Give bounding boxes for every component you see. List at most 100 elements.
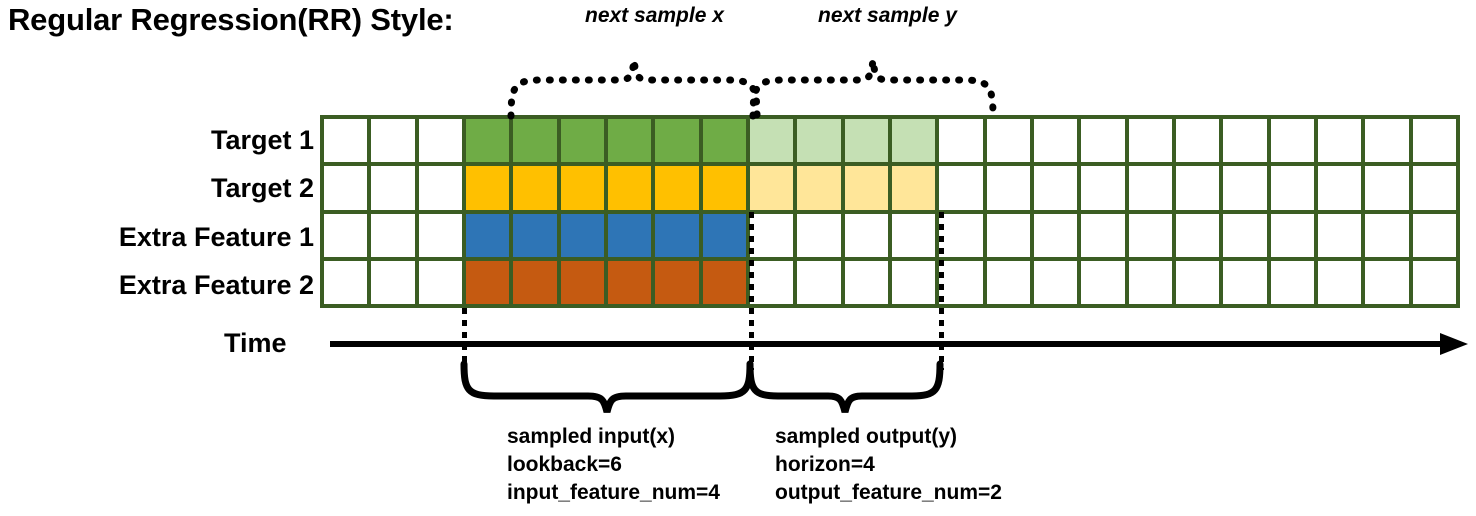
grid-cell — [1033, 213, 1078, 257]
grid-cell — [465, 260, 510, 304]
grid-cell — [560, 213, 604, 257]
grid-cell — [513, 260, 557, 304]
grid-cell — [1128, 166, 1172, 210]
grid-cell — [1223, 213, 1267, 257]
grid-cell — [749, 260, 794, 304]
caption-sampled-input-line-3: input_feature_num=4 — [507, 480, 720, 504]
time-axis-label: Time — [224, 328, 287, 358]
grid-cell — [1033, 119, 1078, 163]
grid-cell — [1223, 166, 1267, 210]
grid-cell — [1128, 119, 1172, 163]
grid-cell — [891, 260, 936, 304]
grid-cell — [607, 119, 652, 163]
grid-cell — [1270, 166, 1314, 210]
grid-cell — [749, 166, 794, 210]
grid-cell — [465, 166, 510, 210]
time-axis-shaft — [330, 341, 1440, 347]
grid-cell — [324, 260, 368, 304]
grid-cell — [1175, 166, 1220, 210]
grid-cell — [1128, 213, 1172, 257]
grid-cell — [1317, 260, 1362, 304]
grid-cell — [1223, 260, 1267, 304]
grid-cell — [465, 213, 510, 257]
caption-sampled-input-line-2: lookback=6 — [507, 452, 622, 476]
grid-cell — [418, 119, 462, 163]
time-axis-arrow — [330, 333, 1468, 355]
grid-cell — [1175, 213, 1220, 257]
grid-cell — [560, 260, 604, 304]
grid-cell — [702, 166, 746, 210]
grid-cell — [655, 119, 699, 163]
grid-cell — [324, 213, 368, 257]
grid-cell — [1317, 119, 1362, 163]
grid-cell — [371, 119, 415, 163]
grid-cell — [418, 213, 462, 257]
grid-cell — [986, 213, 1030, 257]
grid-cell — [1081, 166, 1125, 210]
grid-cell — [749, 119, 794, 163]
row-label-extra-feature-1: Extra Feature 1 — [118, 222, 314, 252]
grid-cell — [371, 213, 415, 257]
timeline-grid — [320, 115, 1460, 308]
grid-cell — [1412, 260, 1456, 304]
grid-cell — [1081, 119, 1125, 163]
grid-cell — [1412, 166, 1456, 210]
grid-cell — [939, 119, 983, 163]
timeline-grid-row-target-1 — [324, 119, 1456, 163]
grid-cell — [1270, 119, 1314, 163]
grid-cell — [939, 166, 983, 210]
guide-line-input-start — [462, 308, 467, 370]
grid-cell — [371, 166, 415, 210]
grid-cell — [844, 166, 888, 210]
grid-cell — [607, 213, 652, 257]
grid-cell — [986, 119, 1030, 163]
grid-cell — [1365, 260, 1409, 304]
grid-cell — [1365, 213, 1409, 257]
brace-next-sample-y — [749, 58, 999, 120]
grid-cell — [655, 213, 699, 257]
grid-cell — [1175, 119, 1220, 163]
grid-cell — [607, 166, 652, 210]
grid-cell — [560, 119, 604, 163]
grid-cell — [939, 260, 983, 304]
guide-line-input-end — [749, 212, 754, 370]
grid-cell — [513, 213, 557, 257]
row-label-target-1: Target 1 — [210, 125, 314, 155]
grid-cell — [702, 119, 746, 163]
time-axis-arrowhead — [1440, 333, 1468, 355]
grid-cell — [1412, 119, 1456, 163]
grid-cell — [655, 260, 699, 304]
grid-cell — [513, 119, 557, 163]
caption-sampled-output-line-2: horizon=4 — [775, 452, 875, 476]
grid-cell — [844, 119, 888, 163]
grid-cell — [797, 119, 841, 163]
grid-cell — [1175, 260, 1220, 304]
grid-cell — [891, 213, 936, 257]
grid-cell — [939, 213, 983, 257]
grid-cell — [1317, 166, 1362, 210]
grid-cell — [607, 260, 652, 304]
grid-cell — [655, 166, 699, 210]
grid-cell — [1033, 260, 1078, 304]
grid-cell — [324, 119, 368, 163]
brace-label-next-sample-x: next sample x — [585, 4, 724, 27]
grid-cell — [891, 119, 936, 163]
brace-sampled-input — [458, 360, 758, 414]
grid-cell — [986, 260, 1030, 304]
grid-cell — [418, 166, 462, 210]
timeline-grid-row-extra-feature-1 — [324, 213, 1456, 257]
row-label-target-2: Target 2 — [210, 173, 314, 203]
grid-cell — [749, 213, 794, 257]
brace-next-sample-x — [505, 58, 763, 120]
caption-sampled-input: sampled input(x) lookback=6 input_featur… — [507, 423, 720, 507]
grid-cell — [1365, 166, 1409, 210]
grid-cell — [1412, 213, 1456, 257]
grid-cell — [702, 260, 746, 304]
grid-cell — [1223, 119, 1267, 163]
timeline-grid-row-target-2 — [324, 166, 1456, 210]
grid-cell — [371, 260, 415, 304]
grid-cell — [797, 260, 841, 304]
caption-sampled-input-line-1: sampled input(x) — [507, 425, 676, 448]
guide-line-output-end — [939, 212, 944, 370]
